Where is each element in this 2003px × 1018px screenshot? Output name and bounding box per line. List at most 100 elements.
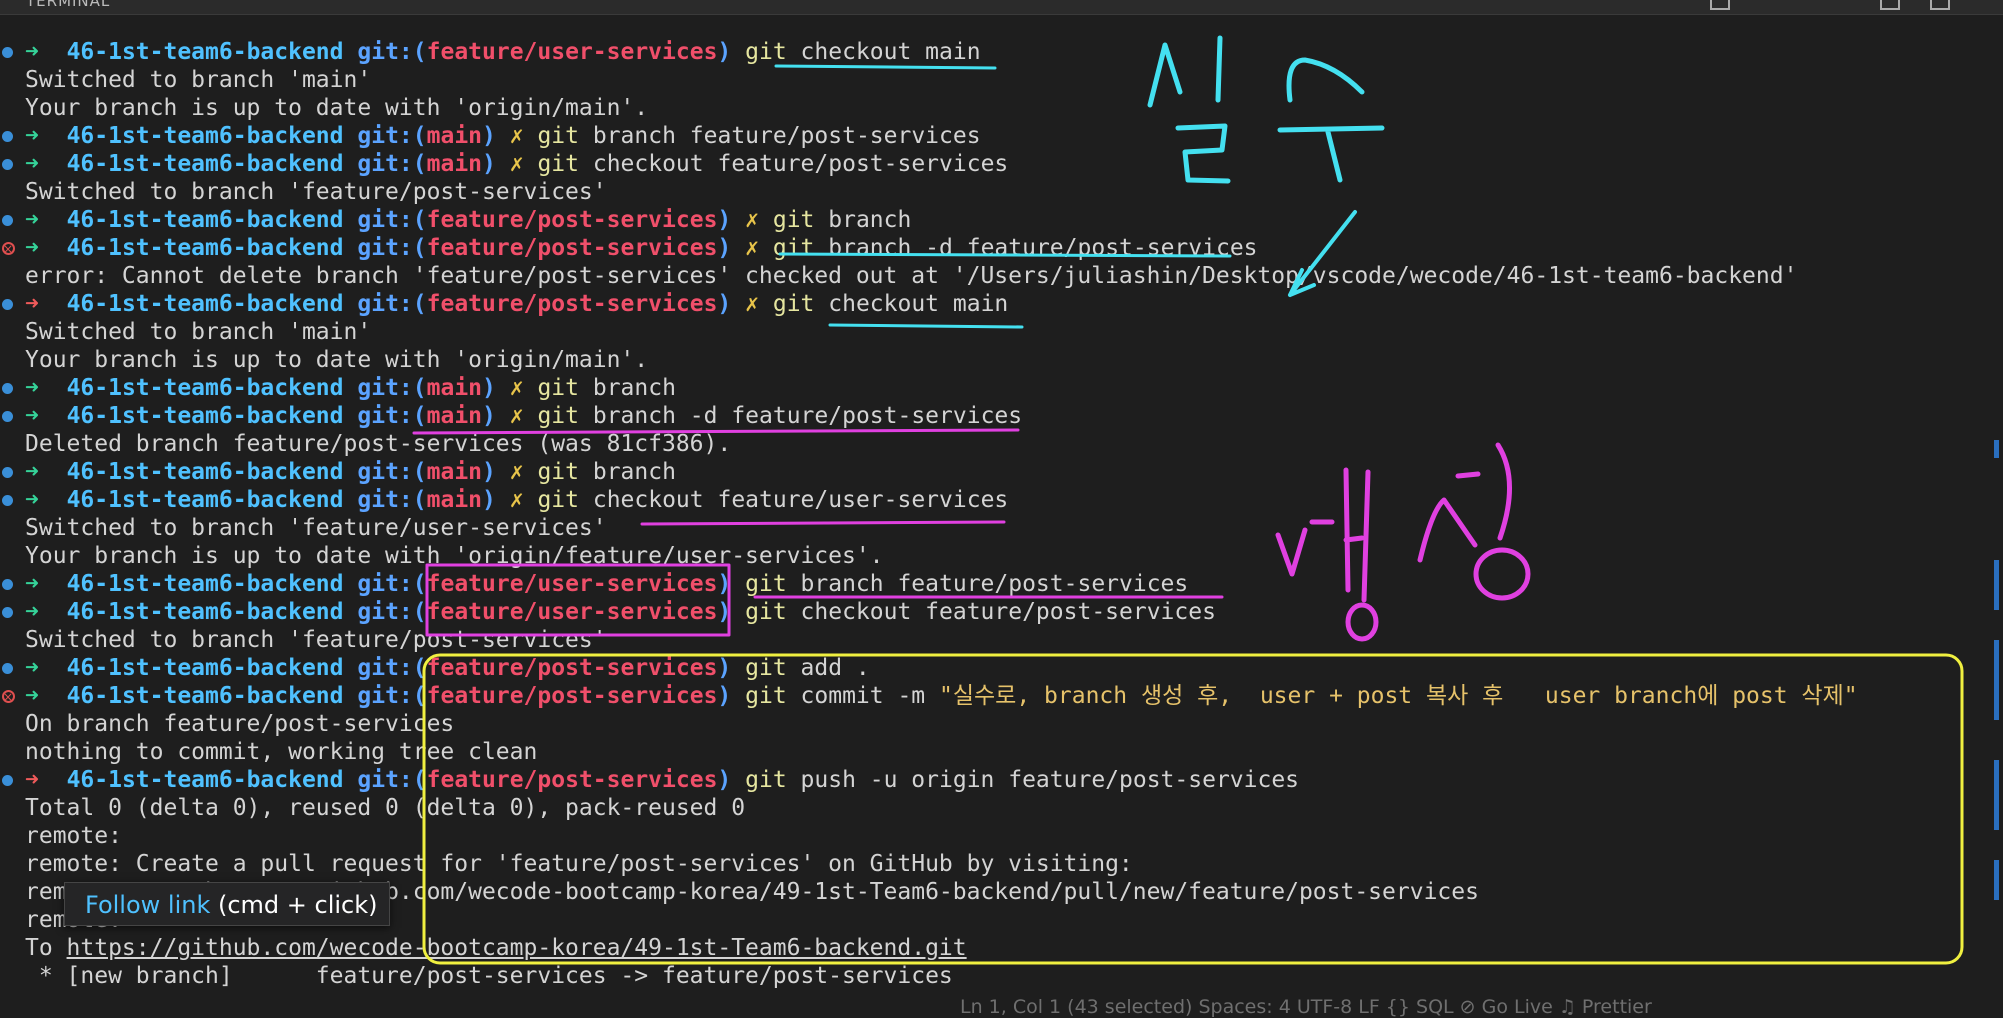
prompt-directory: 46-1st-team6-backend — [66, 375, 344, 401]
prompt-directory: 46-1st-team6-backend — [66, 767, 344, 793]
command-name: git — [745, 767, 787, 793]
prompt-directory: 46-1st-team6-backend — [66, 683, 344, 709]
prompt-arrow-icon: ➜ — [25, 375, 39, 401]
prompt-directory: 46-1st-team6-backend — [66, 459, 344, 485]
output-text: Deleted branch feature/post-services (wa… — [25, 431, 732, 457]
dirty-marker-icon: ✗ — [509, 123, 524, 149]
prompt-line: ➜ 46-1st-team6-backend git:(main) ✗ git … — [0, 150, 2003, 178]
command-args: checkout feature/post-services — [786, 599, 1216, 625]
command-args: commit -m — [786, 683, 940, 709]
split-terminal-icon[interactable] — [1880, 0, 1900, 10]
success-decoration-icon[interactable] — [2, 663, 13, 674]
command-name: git — [772, 291, 815, 317]
prompt-paren-right: ) — [482, 459, 496, 485]
output-text: Total 0 (delta 0), reused 0 (delta 0), p… — [25, 795, 746, 821]
command-args: checkout main — [814, 291, 1009, 317]
output-line: Switched to branch 'feature/post-service… — [0, 178, 2003, 206]
new-terminal-icon[interactable] — [1710, 0, 1730, 10]
prompt-git-label: git: — [357, 571, 413, 597]
prompt-line: ➜ 46-1st-team6-backend git:(main) ✗ git … — [0, 402, 2003, 430]
follow-link-tooltip: Follow link (cmd + click) — [64, 882, 390, 926]
prompt-paren-right: ) — [717, 207, 732, 233]
prompt-paren-right: ) — [717, 235, 732, 261]
prompt-branch: main — [426, 459, 483, 485]
output-text: Switched to branch 'feature/post-service… — [25, 627, 607, 653]
prompt-paren-left: ( — [412, 403, 427, 429]
prompt-paren-right: ) — [482, 403, 496, 429]
prompt-branch: main — [426, 375, 483, 401]
prompt-git-label: git: — [357, 235, 413, 261]
prompt-paren-left: ( — [412, 683, 427, 709]
commit-message: "실수로, branch 생성 후, user + post 복사 후 user… — [939, 683, 1858, 709]
prompt-git-label: git: — [357, 375, 413, 401]
scrollbar-marker-2 — [1994, 560, 1999, 610]
error-decoration-icon[interactable] — [2, 235, 15, 263]
command-args: checkout feature/post-services — [579, 151, 1009, 177]
success-decoration-icon[interactable] — [2, 215, 13, 226]
output-text: error: Cannot delete branch 'feature/pos… — [25, 263, 1798, 289]
prompt-paren-left: ( — [412, 207, 427, 233]
output-line: error: Cannot delete branch 'feature/pos… — [0, 262, 2003, 290]
error-decoration-icon[interactable] — [2, 683, 15, 711]
remote-url-link[interactable]: https://github.com/wecode-bootcamp-korea… — [66, 935, 967, 961]
output-line: Switched to branch 'feature/user-service… — [0, 514, 2003, 542]
success-decoration-icon[interactable] — [2, 579, 13, 590]
link-prefix: To — [25, 935, 67, 961]
output-line: On branch feature/post-services — [0, 710, 2003, 738]
prompt-arrow-icon: ➜ — [25, 235, 39, 261]
trash-icon[interactable] — [1930, 0, 1950, 10]
success-decoration-icon[interactable] — [2, 775, 13, 786]
prompt-arrow-icon: ➜ — [25, 655, 39, 681]
prompt-line: ➜ 46-1st-team6-backend git:(feature/post… — [0, 290, 2003, 318]
prompt-git-label: git: — [357, 767, 413, 793]
prompt-paren-left: ( — [412, 571, 427, 597]
success-decoration-icon[interactable] — [2, 607, 13, 618]
prompt-paren-left: ( — [412, 291, 427, 317]
status-bar-fragment: Ln 1, Col 1 (43 selected) Spaces: 4 UTF-… — [960, 996, 1652, 1018]
success-decoration-icon[interactable] — [2, 299, 13, 310]
command-name: git — [537, 487, 579, 513]
follow-link-text[interactable]: Follow link — [85, 891, 211, 919]
prompt-git-label: git: — [357, 487, 413, 513]
panel-title: TERMINAL — [26, 0, 111, 10]
output-text: Switched to branch 'feature/user-service… — [25, 515, 607, 541]
prompt-git-label: git: — [357, 459, 413, 485]
success-decoration-icon[interactable] — [2, 383, 13, 394]
success-decoration-icon[interactable] — [2, 159, 13, 170]
prompt-directory: 46-1st-team6-backend — [66, 599, 344, 625]
dirty-marker-icon: ✗ — [509, 151, 524, 177]
success-decoration-icon[interactable] — [2, 495, 13, 506]
prompt-directory: 46-1st-team6-backend — [66, 403, 344, 429]
prompt-line: ➜ 46-1st-team6-backend git:(feature/post… — [0, 766, 2003, 794]
success-decoration-icon[interactable] — [2, 131, 13, 142]
prompt-arrow-icon: ➜ — [25, 487, 39, 513]
command-name: git — [537, 403, 579, 429]
prompt-git-label: git: — [357, 683, 413, 709]
prompt-paren-left: ( — [412, 487, 427, 513]
success-decoration-icon[interactable] — [2, 47, 13, 58]
prompt-git-label: git: — [357, 291, 413, 317]
prompt-paren-right: ) — [482, 151, 496, 177]
command-args: branch feature/post-services — [786, 571, 1189, 597]
prompt-paren-right: ) — [717, 571, 732, 597]
prompt-directory: 46-1st-team6-backend — [66, 235, 344, 261]
prompt-paren-right: ) — [717, 683, 732, 709]
output-line: Switched to branch 'main' — [0, 318, 2003, 346]
prompt-line: ➜ 46-1st-team6-backend git:(feature/post… — [0, 654, 2003, 682]
prompt-git-label: git: — [357, 39, 413, 65]
prompt-arrow-icon: ➜ — [25, 571, 39, 597]
command-args: add . — [786, 655, 870, 681]
output-text: * [new branch] feature/post-services -> … — [25, 963, 953, 989]
command-name: git — [537, 123, 579, 149]
output-text: Switched to branch 'main' — [25, 67, 372, 93]
prompt-line: ➜ 46-1st-team6-backend git:(main) ✗ git … — [0, 122, 2003, 150]
success-decoration-icon[interactable] — [2, 467, 13, 478]
terminal-output[interactable]: ➜ 46-1st-team6-backend git:(feature/user… — [0, 38, 2003, 990]
prompt-paren-right: ) — [717, 39, 732, 65]
prompt-paren-right: ) — [482, 375, 496, 401]
prompt-branch: main — [426, 487, 483, 513]
prompt-branch: main — [426, 151, 483, 177]
success-decoration-icon[interactable] — [2, 411, 13, 422]
output-line: nothing to commit, working tree clean — [0, 738, 2003, 766]
prompt-line: ➜ 46-1st-team6-backend git:(feature/post… — [0, 234, 2003, 263]
